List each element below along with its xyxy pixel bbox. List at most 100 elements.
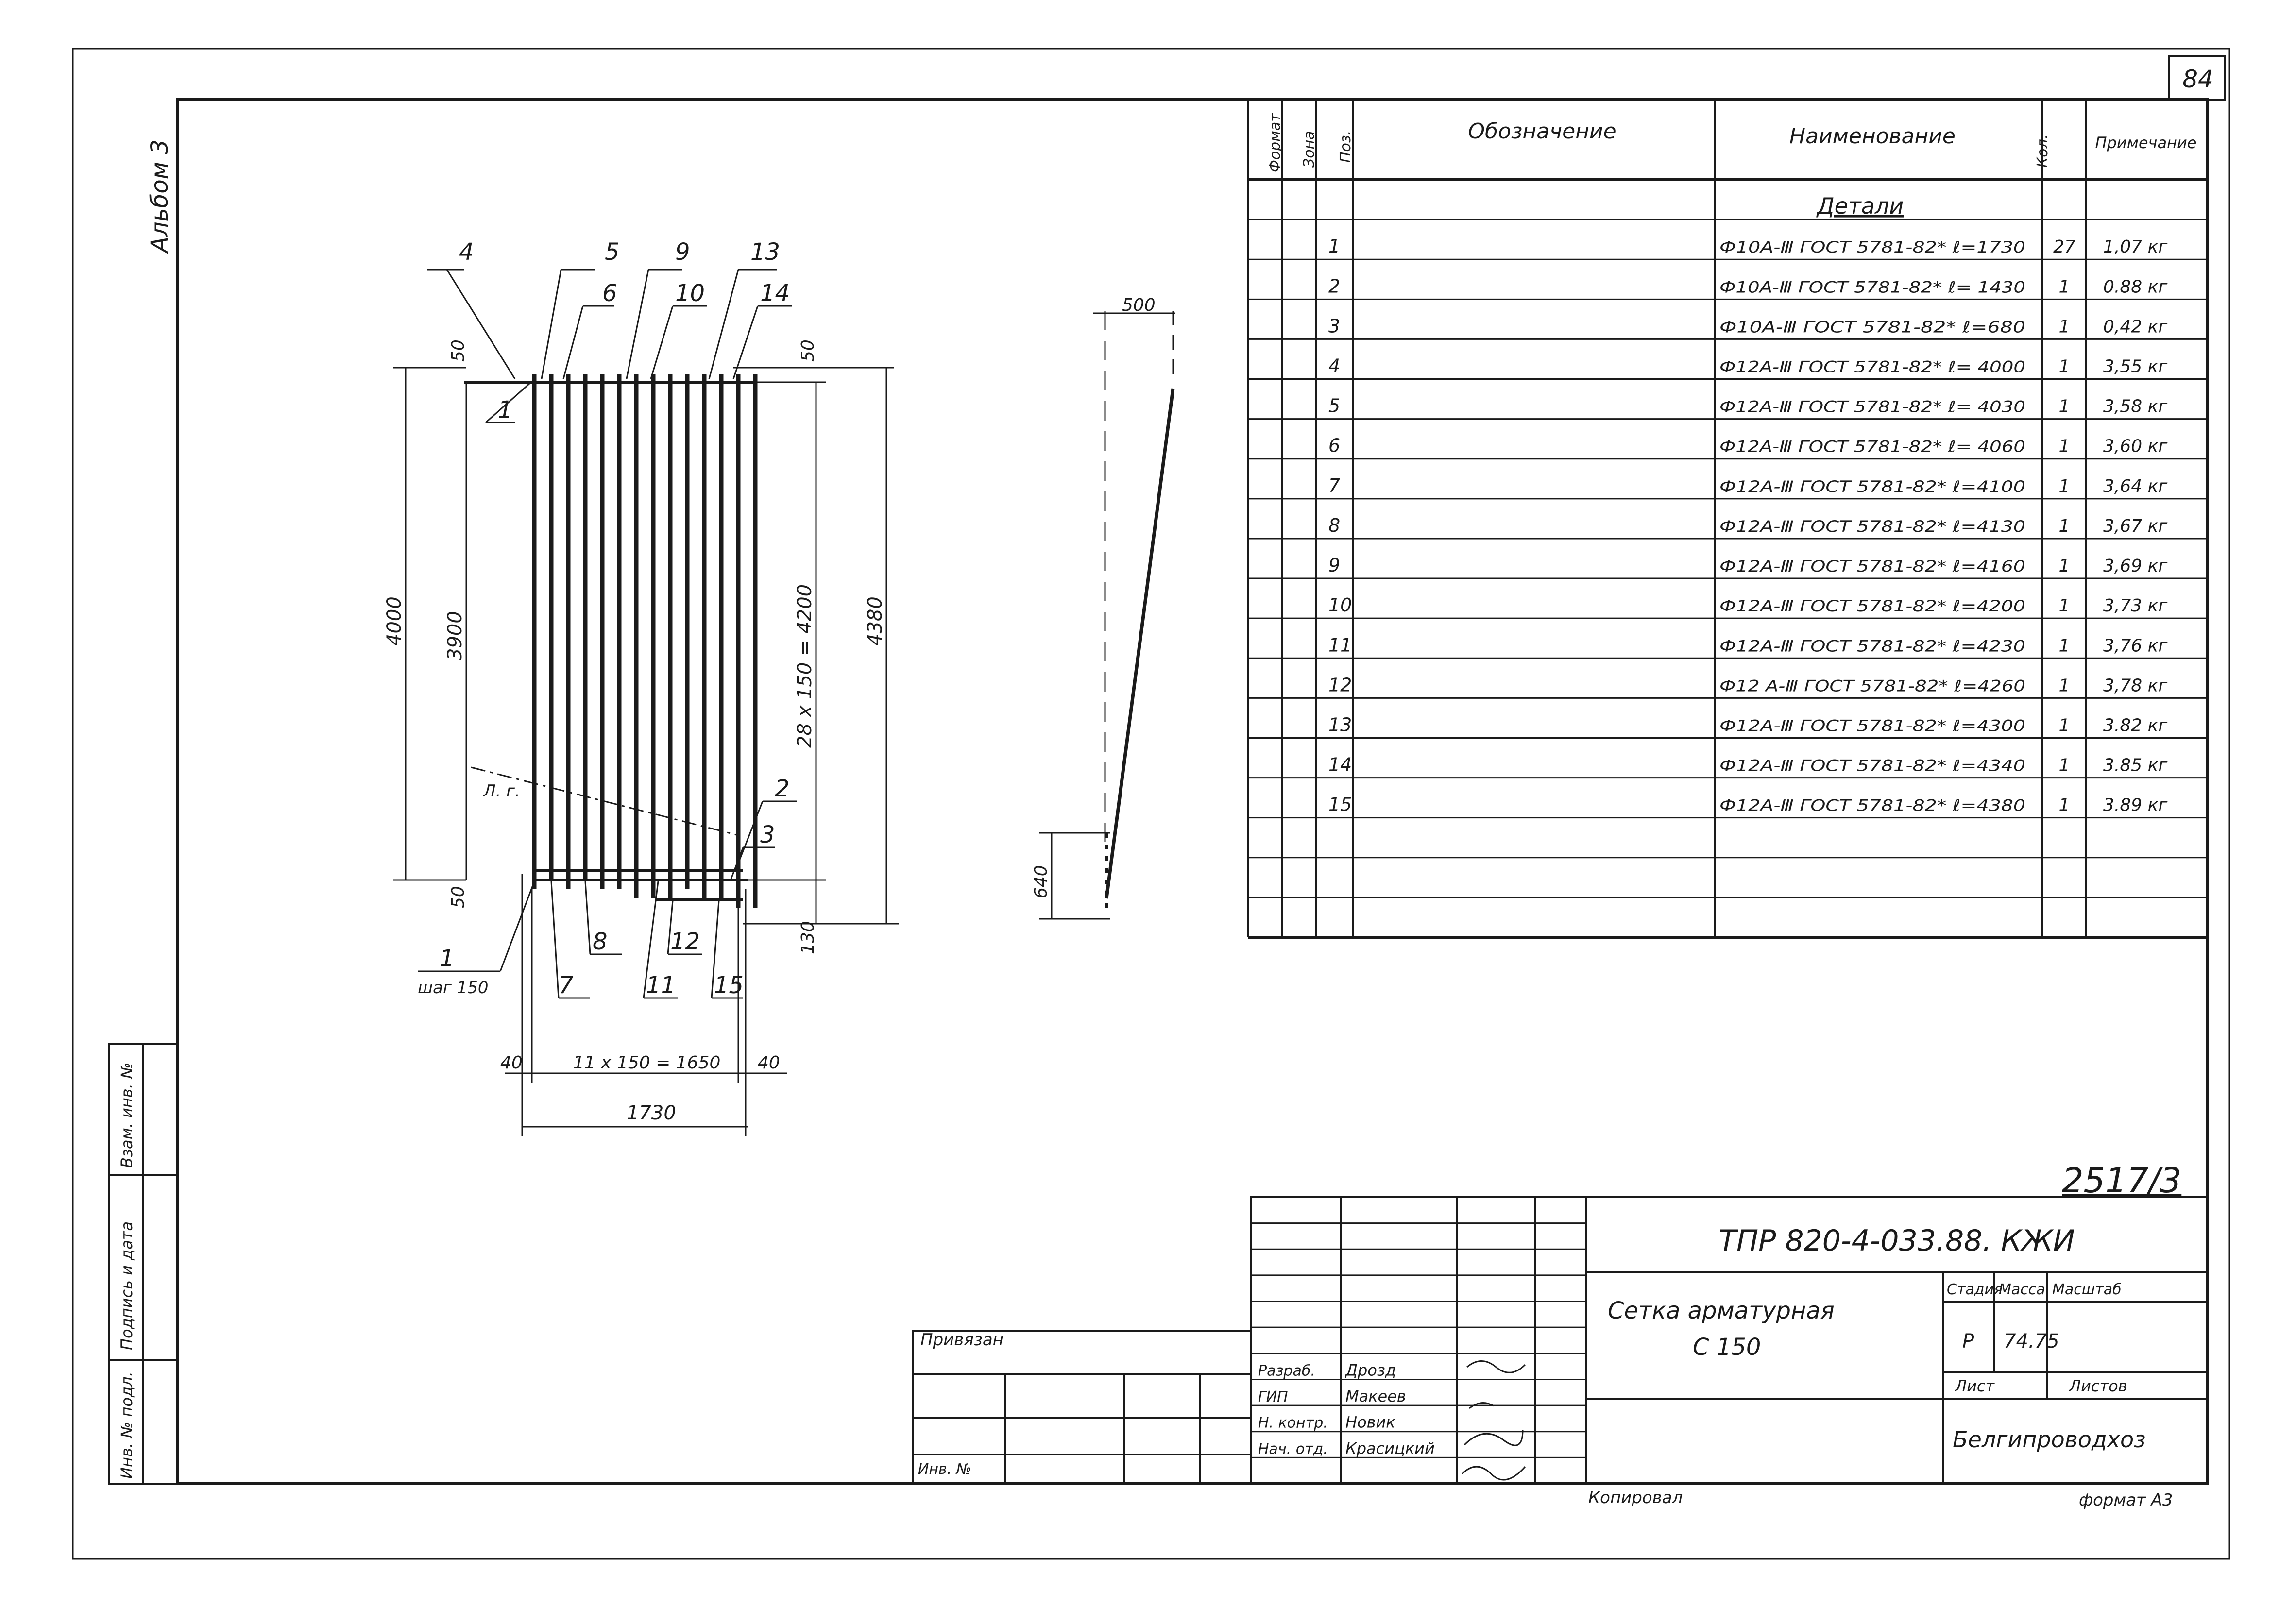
row-name: Ф12А-Ⅲ ГОСТ 5781-82* ℓ= 4000: [1719, 358, 2025, 376]
role-name: Новик: [1345, 1413, 1395, 1432]
row-pos: 1: [1328, 236, 1340, 257]
row-name: Ф12А-Ⅲ ГОСТ 5781-82* ℓ=4340: [1719, 757, 2025, 775]
strip-sign-date: Подпись и дата: [118, 1221, 136, 1350]
row-pos: 14: [1328, 754, 1352, 776]
step-label: шаг 150: [418, 978, 489, 998]
callout-1-bottom: 1: [440, 945, 455, 972]
row-name: Ф10А-Ⅲ ГОСТ 5781-82* ℓ=1730: [1719, 238, 2025, 256]
callout-leaders: [418, 269, 797, 999]
role-name: Дрозд: [1344, 1361, 1396, 1379]
role-name: Красицкий: [1345, 1439, 1435, 1457]
role-label: ГИП: [1258, 1388, 1288, 1405]
row-note: 3,55 кг: [2103, 357, 2168, 377]
callout-6: 6: [602, 280, 617, 307]
row-name: Ф12А-Ⅲ ГОСТ 5781-82* ℓ=4100: [1719, 477, 2025, 496]
lg-label: Л. г.: [482, 781, 520, 801]
row-pos: 5: [1328, 395, 1340, 417]
doc-code: ТПР 820-4-033.88. КЖИ: [1718, 1224, 2075, 1258]
stage-value: Р: [1962, 1330, 1974, 1353]
bar-profile: 500 640: [1031, 295, 1175, 920]
dim-640: 640: [1031, 865, 1051, 898]
row-qty: 1: [2059, 516, 2070, 536]
mass-label: Масса: [1999, 1281, 2045, 1298]
row-name: Ф12А-Ⅲ ГОСТ 5781-82* ℓ=4160: [1719, 557, 2025, 575]
row-note: 3,60 кг: [2103, 437, 2168, 457]
row-note: 3,58 кг: [2103, 397, 2168, 417]
callout-5: 5: [605, 238, 620, 266]
row-note: 3.89 кг: [2103, 795, 2168, 815]
row-pos: 3: [1328, 315, 1340, 337]
dim-50-top-right: 50: [798, 339, 818, 362]
row-pos: 12: [1328, 674, 1352, 695]
row-name: Ф12А-Ⅲ ГОСТ 5781-82* ℓ= 4030: [1719, 398, 2025, 416]
row-name: Ф10А-Ⅲ ГОСТ 5781-82* ℓ=680: [1719, 318, 2025, 336]
row-qty: 27: [2053, 237, 2075, 257]
row-qty: 1: [2059, 357, 2070, 377]
dim-40-right: 40: [758, 1053, 780, 1073]
sheet-label: Лист: [1955, 1377, 1995, 1395]
row-name: Ф10А-Ⅲ ГОСТ 5781-82* ℓ= 1430: [1719, 278, 2025, 296]
row-note: 0,42 кг: [2103, 317, 2168, 337]
role-label: Нач. отд.: [1258, 1440, 1328, 1457]
hdr-format: Формат: [1267, 113, 1284, 172]
strip-inv-orig: Инв. № подл.: [118, 1371, 136, 1479]
org-name: Белгипроводхоз: [1953, 1426, 2146, 1453]
row-name: Ф12А-Ⅲ ГОСТ 5781-82* ℓ=4230: [1719, 637, 2025, 655]
dim-1730: 1730: [627, 1102, 676, 1124]
spec-grid: [1247, 100, 2209, 939]
row-note: 3,67 кг: [2103, 516, 2168, 536]
hdr-qty: Кол.: [2034, 135, 2051, 168]
row-name: Ф12А-Ⅲ ГОСТ 5781-82* ℓ=4200: [1719, 597, 2025, 615]
scale-label: Масштаб: [2052, 1281, 2122, 1298]
dim-40-left: 40: [500, 1053, 523, 1073]
strip-inv-replace: Взам. инв. №: [118, 1063, 136, 1168]
row-pos: 11: [1328, 634, 1352, 656]
dim-4000: 4000: [383, 596, 406, 646]
callout-10: 10: [675, 280, 705, 307]
hdr-designation: Обозначение: [1468, 119, 1616, 144]
role-label: Разраб.: [1258, 1362, 1315, 1379]
inv-no-label: Инв. №: [918, 1461, 971, 1478]
dim-11x150: 11 x 150 = 1650: [573, 1053, 720, 1073]
left-strip: Инв. № подл. Подпись и дата Взам. инв. №: [108, 1043, 178, 1485]
row-qty: 1: [2059, 676, 2070, 695]
row-name: Ф12 А-Ⅲ ГОСТ 5781-82* ℓ=4260: [1719, 677, 2025, 695]
row-pos: 4: [1328, 355, 1340, 377]
row-pos: 13: [1328, 714, 1352, 735]
row-qty: 1: [2059, 476, 2070, 496]
row-note: 3,69 кг: [2103, 556, 2168, 576]
copied-label: Копировал: [1588, 1488, 1683, 1507]
hdr-pos: Поз.: [1337, 131, 1354, 163]
row-note: 1,07 кг: [2103, 237, 2168, 257]
row-qty: 1: [2059, 277, 2070, 297]
mass-value: 74.75: [2004, 1330, 2059, 1353]
role-label: Н. контр.: [1258, 1415, 1328, 1432]
row-qty: 1: [2059, 596, 2070, 616]
dim-3900: 3900: [444, 611, 466, 660]
row-pos: 6: [1328, 435, 1340, 457]
callout-12: 12: [670, 928, 700, 955]
title-block: 2517/3 ТПР 820-4-033.88. КЖИ Сетка армат…: [912, 1161, 2209, 1510]
row-name: Ф12А-Ⅲ ГОСТ 5781-82* ℓ= 4060: [1719, 438, 2025, 456]
callout-4: 4: [459, 238, 474, 266]
linked-block: [912, 1330, 1252, 1485]
row-note: 3.82 кг: [2103, 715, 2168, 735]
sheets-label: Листов: [2069, 1377, 2127, 1395]
linked-label: Привязан: [920, 1330, 1003, 1350]
callout-8: 8: [593, 928, 608, 955]
dim-50-bottom: 50: [448, 886, 468, 908]
callout-1-top: 1: [498, 396, 513, 423]
row-qty: 1: [2059, 317, 2070, 337]
hdr-name: Наименование: [1789, 124, 1956, 149]
role-name: Макеев: [1345, 1387, 1406, 1405]
sheet-code: 2517/3: [2062, 1161, 2181, 1201]
format-label: формат А3: [2079, 1490, 2173, 1510]
dim-500: 500: [1122, 295, 1156, 315]
row-pos: 15: [1328, 794, 1352, 815]
hdr-zone: Зона: [1301, 131, 1318, 168]
row-note: 3,64 кг: [2103, 476, 2168, 496]
row-qty: 1: [2059, 437, 2070, 457]
